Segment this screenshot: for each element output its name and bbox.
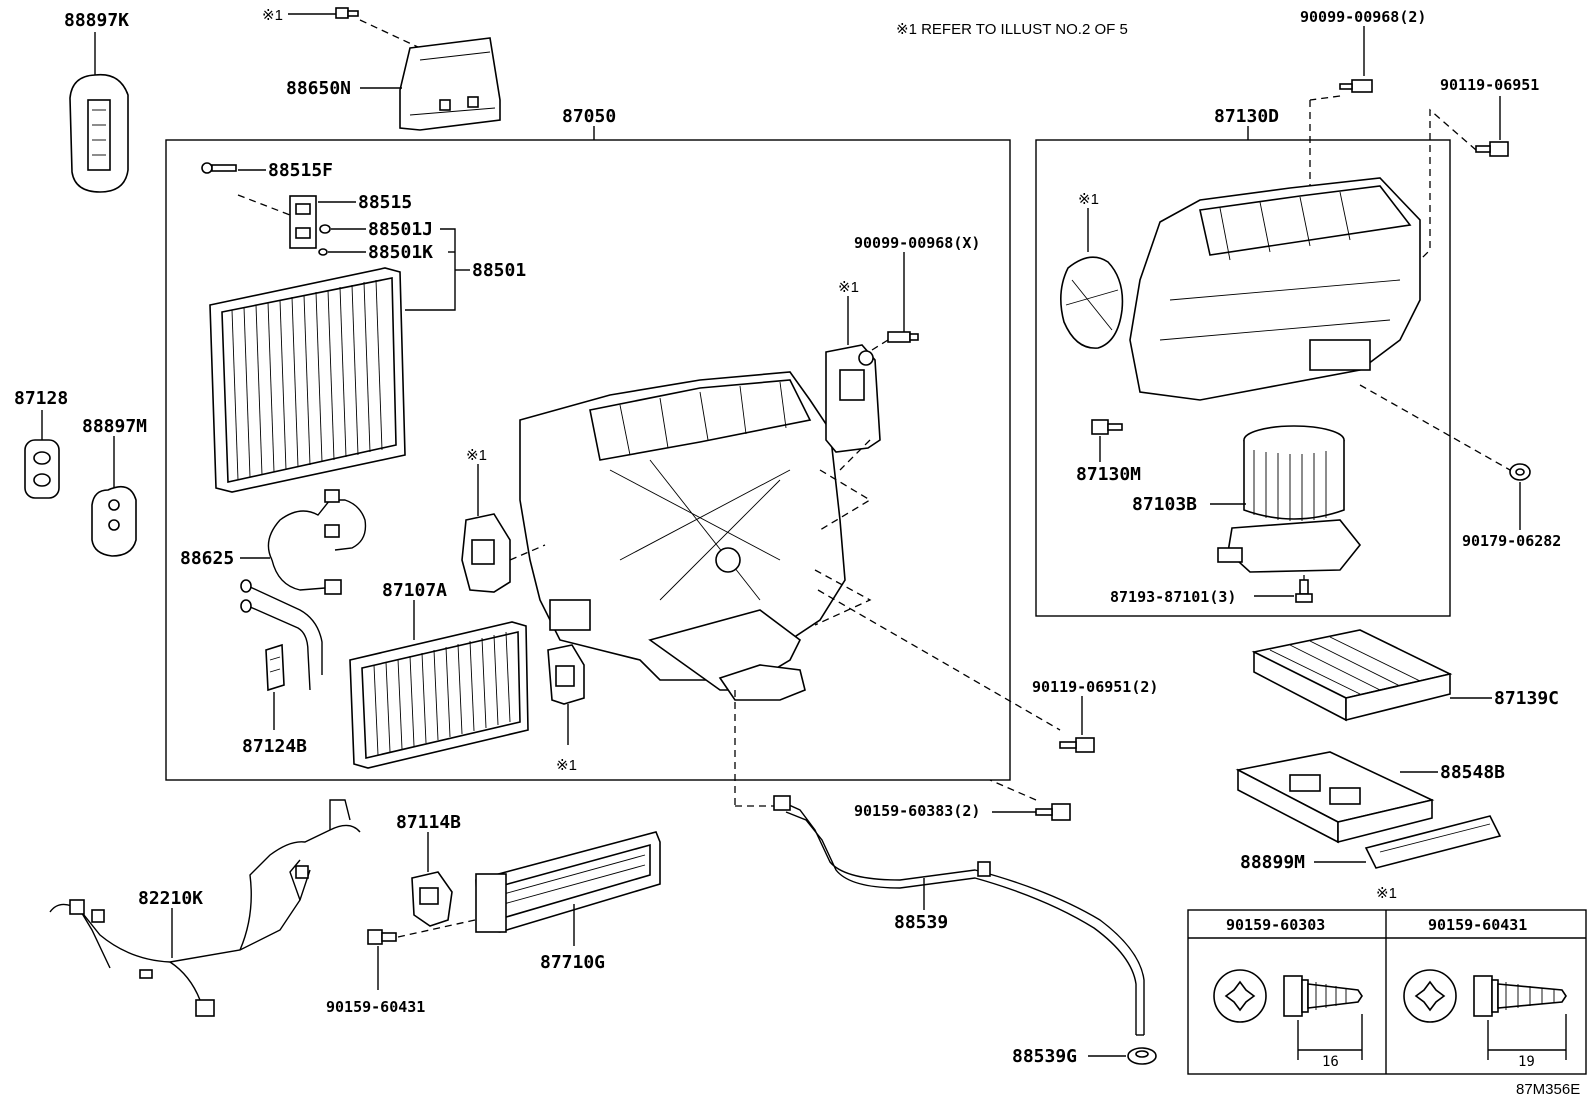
label-90099-00968-2[interactable]: 90099-00968(2) <box>1300 8 1426 26</box>
heater-core-87107A-drawing[interactable] <box>240 579 529 769</box>
label-87124B[interactable]: 87124B <box>242 736 307 757</box>
bolt-table-mark: ※1 <box>1376 885 1397 902</box>
bolt-table-part-1: 90159-60431 <box>1428 916 1527 934</box>
bolt-table <box>1187 909 1587 1075</box>
wire-88625-drawing[interactable] <box>267 489 367 595</box>
label-88897M[interactable]: 88897M <box>82 416 147 437</box>
bolt-90159-60383[interactable] <box>1035 803 1071 821</box>
refer-note: ※1 REFER TO ILLUST NO.2 OF 5 <box>896 21 1128 38</box>
bolt-88515F-drawing[interactable] <box>201 162 237 174</box>
part-87128-drawing[interactable] <box>24 439 60 499</box>
label-88539[interactable]: 88539 <box>894 912 948 933</box>
mark-1-actuator-b: ※1 <box>466 447 487 464</box>
part-87114B-drawing[interactable] <box>411 871 453 927</box>
label-88501K[interactable]: 88501K <box>368 242 433 263</box>
label-90119-06951-2[interactable]: 90119-06951(2) <box>1032 678 1158 696</box>
label-88515F[interactable]: 88515F <box>268 160 333 181</box>
blower-motor-87103B-drawing[interactable] <box>1217 425 1362 573</box>
label-87114B[interactable]: 87114B <box>396 812 461 833</box>
label-87710G[interactable]: 87710G <box>540 952 605 973</box>
heater-87710G-drawing[interactable] <box>475 831 661 933</box>
label-90179-06282[interactable]: 90179-06282 <box>1462 532 1561 550</box>
part-88899M-drawing[interactable] <box>1364 815 1502 869</box>
actuator-a-drawing[interactable] <box>825 344 881 453</box>
label-90119-06951[interactable]: 90119-06951 <box>1440 76 1539 94</box>
mark-1-actuator-a: ※1 <box>838 279 859 296</box>
mark-1-top: ※1 <box>262 7 283 24</box>
part-88650N-drawing[interactable] <box>399 37 501 131</box>
label-87103B[interactable]: 87103B <box>1132 494 1197 515</box>
label-88548B[interactable]: 88548B <box>1440 762 1505 783</box>
bolt-90159-60431-detail <box>1403 969 1567 1060</box>
bolt-90119-06951[interactable] <box>1475 141 1509 157</box>
mark-1-actuator-c: ※1 <box>556 757 577 774</box>
bolt-90099-00968X[interactable] <box>887 331 919 343</box>
label-88650N[interactable]: 88650N <box>286 78 351 99</box>
label-82210K[interactable]: 82210K <box>138 888 203 909</box>
grommet-88539G[interactable] <box>1127 1047 1157 1065</box>
label-87130D[interactable]: 87130D <box>1214 106 1279 127</box>
part-88515-drawing[interactable] <box>289 195 317 249</box>
mark-1-blower: ※1 <box>1078 191 1099 208</box>
label-87130M[interactable]: 87130M <box>1076 464 1141 485</box>
blower-case-87130D-drawing[interactable] <box>1129 177 1421 401</box>
filter-case-88548B-drawing[interactable] <box>1235 751 1435 844</box>
label-87128[interactable]: 87128 <box>14 388 68 409</box>
screw-87130M[interactable] <box>1091 419 1123 435</box>
bolt-table-length-1: 19 <box>1518 1054 1535 1070</box>
grommet-90179-06282[interactable] <box>1509 463 1531 481</box>
bolt-table-length-0: 16 <box>1322 1054 1339 1070</box>
hvac-housing-87050-drawing[interactable] <box>519 371 846 701</box>
actuator-c-drawing[interactable] <box>547 644 585 705</box>
label-90159-60383[interactable]: 90159-60383(2) <box>854 802 980 820</box>
label-88501[interactable]: 88501 <box>472 260 526 281</box>
illustration-code: 87M356E <box>1516 1081 1580 1098</box>
bolt-top[interactable] <box>335 7 359 19</box>
label-88899M[interactable]: 88899M <box>1240 852 1305 873</box>
label-90159-60431[interactable]: 90159-60431 <box>326 998 425 1016</box>
harness-82210K-drawing[interactable] <box>49 799 361 1017</box>
label-87139C[interactable]: 87139C <box>1494 688 1559 709</box>
label-88515[interactable]: 88515 <box>358 192 412 213</box>
label-88897K[interactable]: 88897K <box>64 10 129 31</box>
label-90099-00968X[interactable]: 90099-00968(X) <box>854 234 980 252</box>
label-87107A[interactable]: 87107A <box>382 580 447 601</box>
part-88897M-drawing[interactable] <box>91 485 137 557</box>
bolt-90159-60303-detail <box>1213 969 1363 1060</box>
label-88625[interactable]: 88625 <box>180 548 234 569</box>
screw-87193-87101[interactable] <box>1295 579 1313 603</box>
label-87050[interactable]: 87050 <box>562 106 616 127</box>
filter-87139C-drawing[interactable] <box>1251 629 1453 722</box>
actuator-b-drawing[interactable] <box>461 513 511 593</box>
clip-87124B-drawing[interactable] <box>265 643 285 692</box>
bolt-90159-60431[interactable] <box>367 929 397 945</box>
unit-87050-box <box>165 139 1011 781</box>
label-88539G[interactable]: 88539G <box>1012 1046 1077 1067</box>
bolt-90119-06951-2[interactable] <box>1059 737 1095 753</box>
label-88501J[interactable]: 88501J <box>368 219 433 240</box>
oring-88501J[interactable] <box>319 224 331 234</box>
bolt-90099-00968-2[interactable] <box>1339 79 1373 93</box>
label-87193-87101[interactable]: 87193-87101(3) <box>1110 588 1236 606</box>
blower-motor-cover-drawing[interactable] <box>1060 256 1124 349</box>
bolt-table-part-0: 90159-60303 <box>1226 916 1325 934</box>
oring-88501K[interactable] <box>318 248 328 256</box>
drain-hose-88539-drawing[interactable] <box>773 795 1145 1036</box>
unit-87130D-box <box>1035 139 1451 617</box>
evaporator-88501-drawing[interactable] <box>209 267 406 493</box>
part-88897K-drawing[interactable] <box>69 73 129 193</box>
